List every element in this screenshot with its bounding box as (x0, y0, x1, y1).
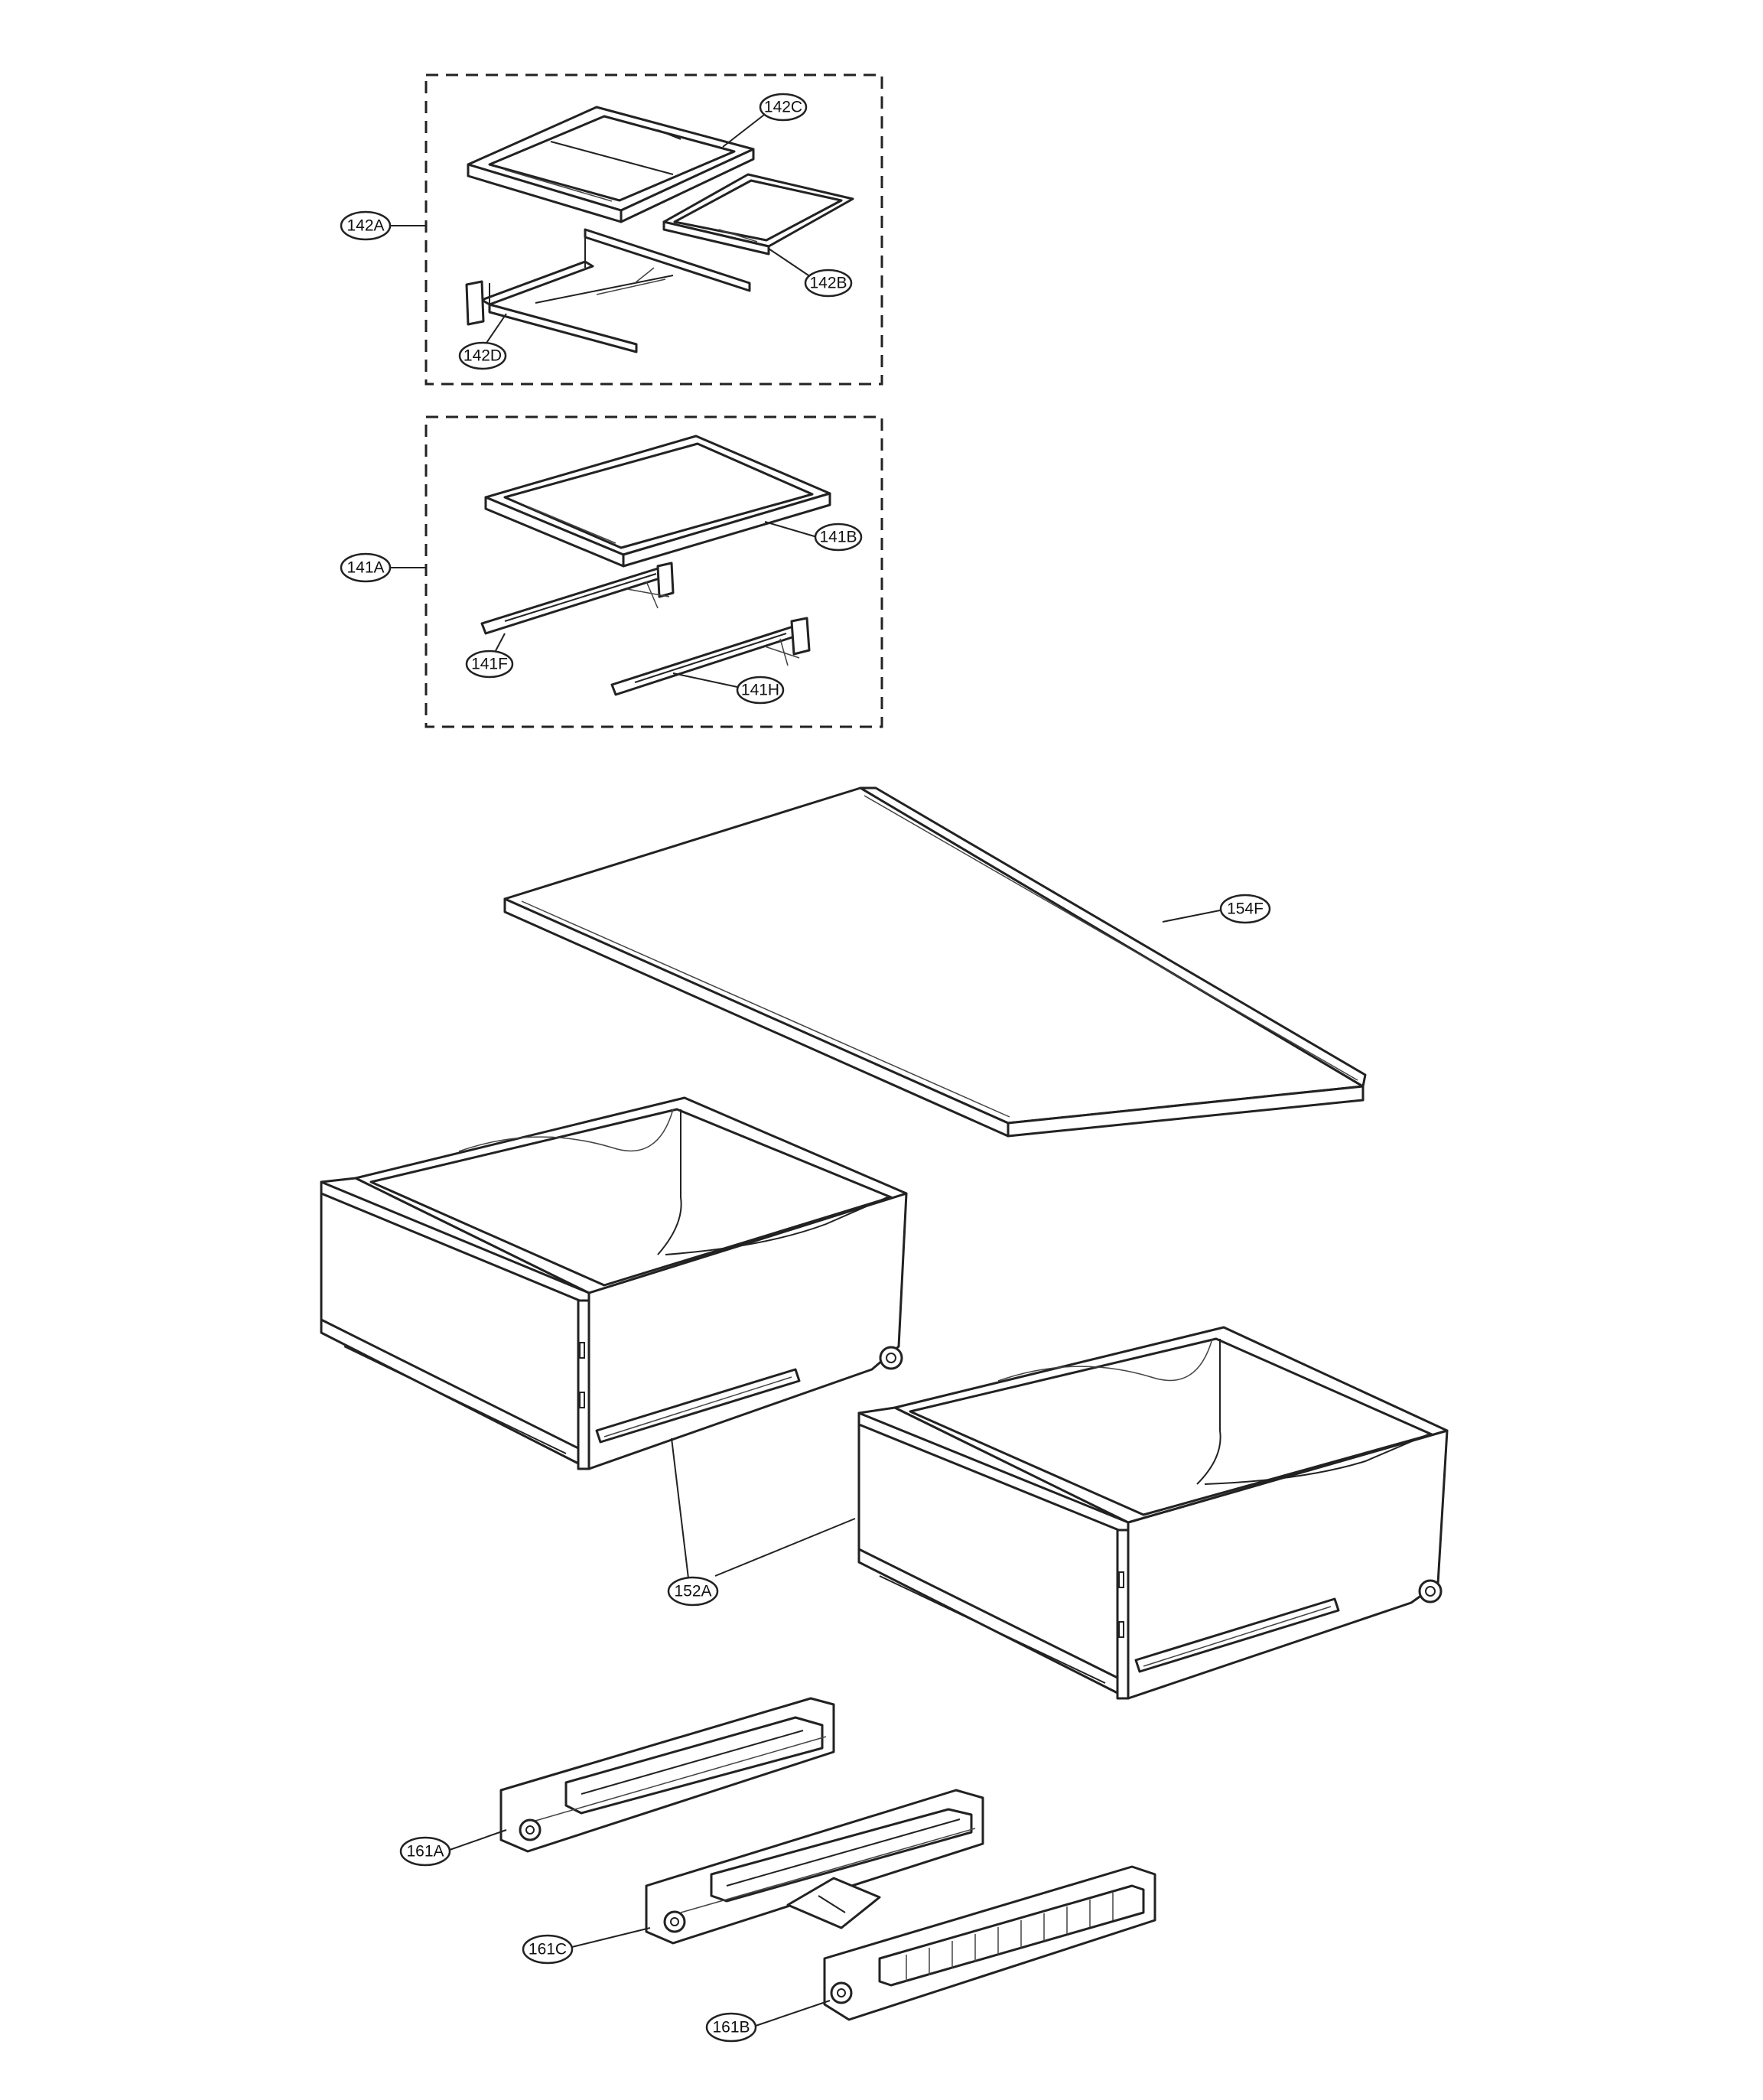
callout-161C-label: 161C (529, 1941, 567, 1958)
callout-142B-label: 142B (809, 275, 847, 292)
callout-141H-label: 141H (741, 682, 779, 699)
callout-154F-label: 154F (1227, 900, 1264, 918)
part-161A-slide-rail[interactable] (499, 1697, 835, 1853)
callout-141A-label: 141A (346, 559, 384, 577)
part-161B-slide-rail[interactable] (823, 1865, 1156, 2021)
callout-142C[interactable]: 142C (759, 93, 808, 122)
callout-141H[interactable]: 141H (736, 676, 785, 705)
callout-142D-label: 142D (464, 347, 502, 365)
callout-141B-label: 141B (819, 529, 857, 546)
callout-161A[interactable]: 161A (399, 1836, 451, 1867)
part-154F-crisper-cover[interactable] (503, 786, 1367, 1138)
callout-154F[interactable]: 154F (1219, 894, 1271, 924)
assembly-142A-frame (424, 73, 883, 386)
callout-142A[interactable]: 142A (340, 210, 392, 241)
callout-142D[interactable]: 142D (458, 341, 507, 370)
callout-141F[interactable]: 141F (465, 650, 514, 679)
part-152A-drawer-right[interactable] (857, 1326, 1449, 1700)
callout-142B[interactable]: 142B (804, 269, 853, 298)
callout-141A[interactable]: 141A (340, 552, 392, 583)
part-142C-shelf-frame[interactable] (467, 106, 755, 223)
assembly-142A-group: 142A 142C 142B 142D (340, 73, 883, 386)
part-142B-glass-panel[interactable] (662, 173, 854, 256)
part-141F-rail[interactable] (480, 562, 675, 635)
callout-152A-label: 152A (674, 1583, 711, 1600)
part-141H-rail[interactable] (610, 617, 811, 696)
callout-161C[interactable]: 161C (522, 1934, 574, 1965)
part-152A-drawer-left[interactable] (320, 1096, 908, 1470)
callout-142A-label: 142A (346, 217, 384, 235)
callout-141F-label: 141F (471, 656, 508, 673)
part-142D-rail-frame[interactable] (465, 228, 751, 353)
callout-161B-label: 161B (712, 2019, 750, 2037)
callout-142C-label: 142C (764, 99, 802, 116)
part-161C-slide-rail[interactable] (645, 1789, 984, 1945)
assembly-141A-group: 141A 141B 141F 141H (340, 415, 883, 728)
callout-152A[interactable]: 152A (667, 1576, 719, 1607)
callout-161B[interactable]: 161B (705, 2012, 757, 2043)
part-141B-glass-shelf[interactable] (484, 435, 831, 568)
callout-161A-label: 161A (406, 1843, 444, 1861)
callout-141B[interactable]: 141B (814, 523, 863, 552)
assembly-141A-frame (424, 415, 883, 728)
